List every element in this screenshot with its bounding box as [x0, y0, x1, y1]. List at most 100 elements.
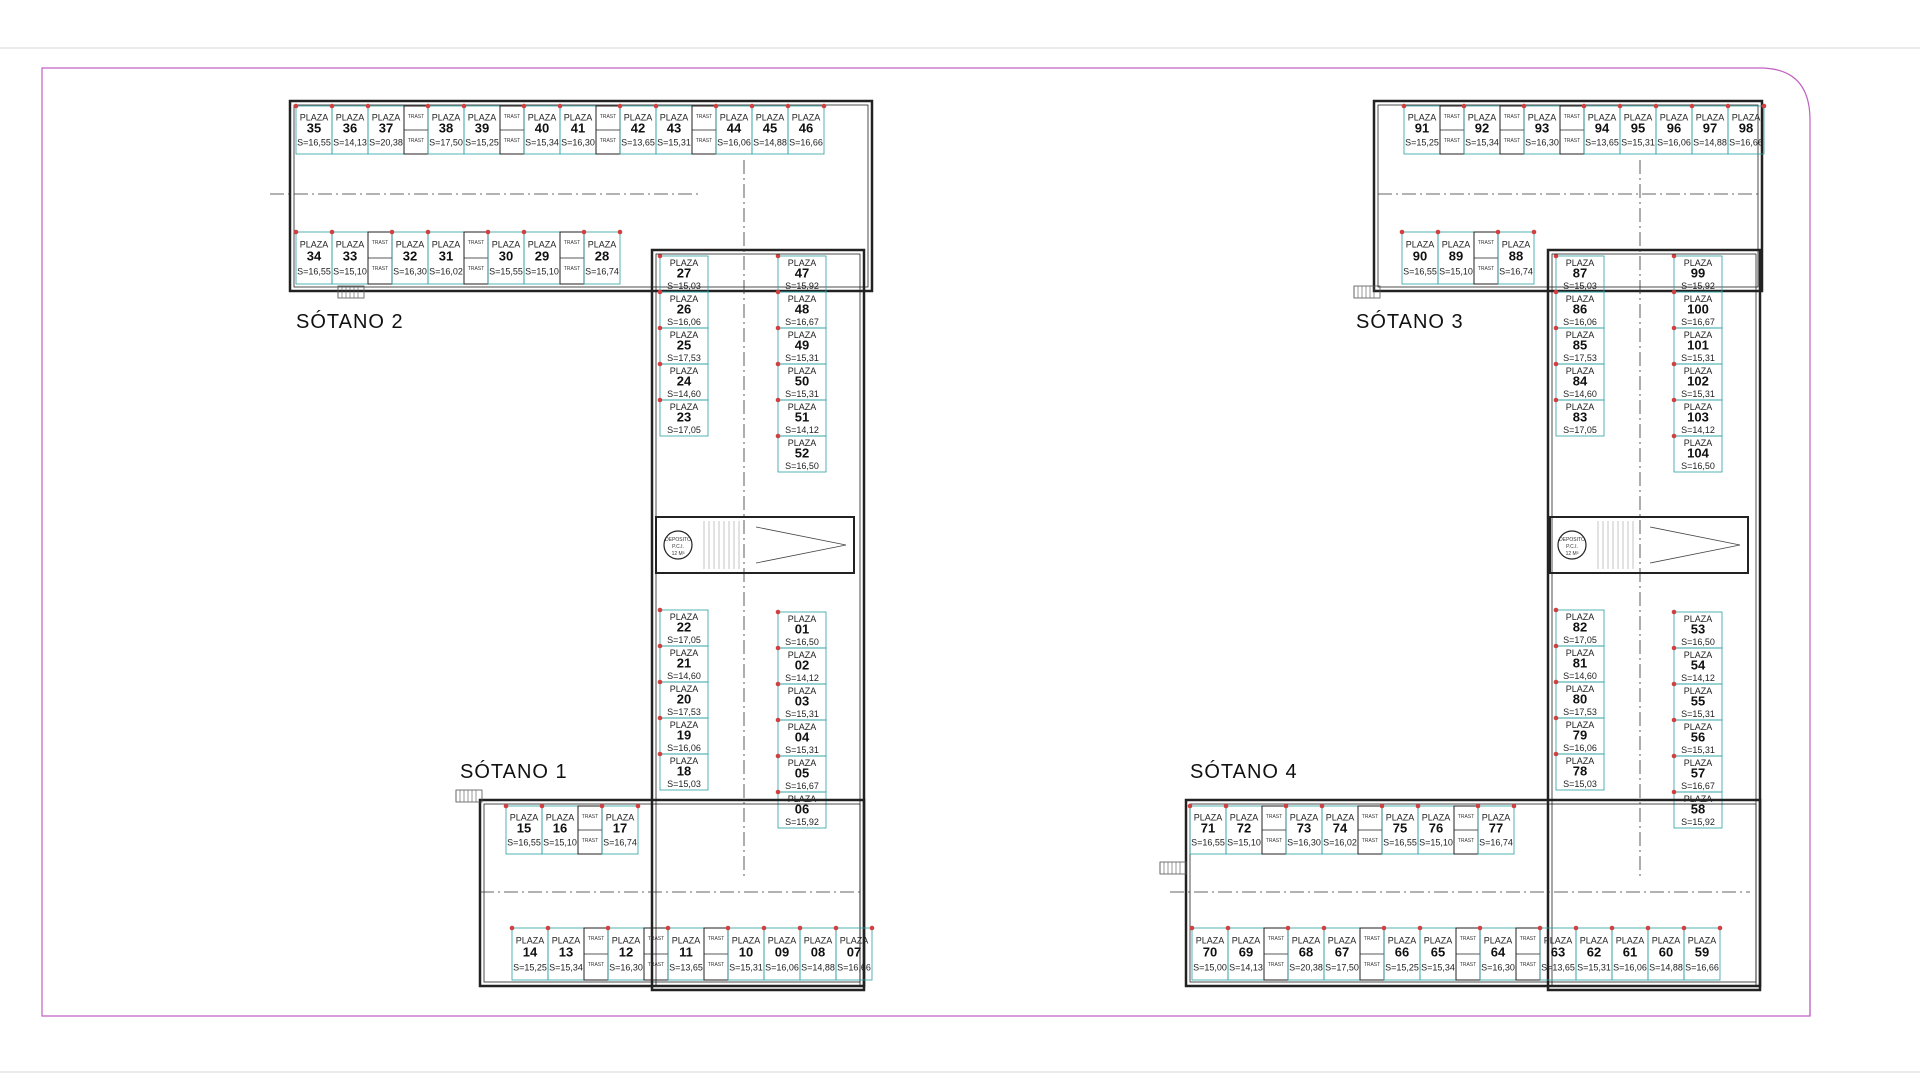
- plaza-label: PLAZA: [788, 686, 817, 696]
- plaza-area: S=15,34: [1465, 137, 1499, 147]
- plaza-number: 44: [727, 120, 742, 135]
- plaza-number: 25: [677, 338, 691, 353]
- plaza-label: PLAZA: [1386, 812, 1415, 822]
- plaza-label: PLAZA: [510, 812, 539, 822]
- storage-label: TRAST: [468, 266, 484, 272]
- plaza-area: S=15,03: [667, 779, 701, 789]
- plaza-label: PLAZA: [1290, 812, 1319, 822]
- plaza-number: 02: [795, 658, 809, 673]
- plaza-area: S=13,65: [1541, 963, 1575, 973]
- structural-column: [293, 229, 299, 235]
- plaza-number: 92: [1475, 120, 1489, 135]
- plaza-number: 77: [1489, 820, 1503, 835]
- structural-column: [539, 803, 545, 809]
- structural-column: [1671, 325, 1677, 331]
- plaza-area: S=15,31: [729, 963, 763, 973]
- plaza-area: S=16,06: [717, 137, 751, 147]
- core-outline: [1549, 516, 1749, 574]
- plaza-area: S=16,55: [1403, 267, 1437, 277]
- plaza-label: PLAZA: [1196, 936, 1225, 946]
- plaza-number: 67: [1335, 945, 1349, 960]
- storage-label: TRAST: [1364, 962, 1380, 968]
- structural-column: [657, 751, 663, 757]
- plaza-number: 41: [571, 120, 585, 135]
- plaza-area: S=16,66: [1685, 963, 1719, 973]
- structural-column: [617, 103, 623, 109]
- structural-column: [1717, 925, 1723, 931]
- plaza-label: PLAZA: [1194, 812, 1223, 822]
- plaza-label: PLAZA: [1408, 112, 1437, 122]
- plaza-number: 73: [1297, 820, 1311, 835]
- plaza-label: PLAZA: [1660, 112, 1689, 122]
- plaza-label: PLAZA: [1580, 936, 1609, 946]
- plaza-number: 24: [677, 374, 692, 389]
- structural-column: [775, 717, 781, 723]
- plaza-area: S=14,60: [667, 671, 701, 681]
- plaza-area: S=17,05: [1563, 425, 1597, 435]
- storage-label: TRAST: [372, 240, 388, 246]
- storage-label: TRAST: [564, 240, 580, 246]
- storage-label: TRAST: [600, 114, 616, 120]
- plaza-label: PLAZA: [1566, 366, 1595, 376]
- sotano-4-bottom-wing: [1184, 798, 1762, 988]
- structural-column: [1475, 803, 1481, 809]
- storage-label: TRAST: [408, 138, 424, 144]
- plaza-label: PLAZA: [1484, 936, 1513, 946]
- plaza-number: 03: [795, 694, 809, 709]
- plaza-number: 88: [1509, 249, 1523, 264]
- ramp-arrow: [755, 526, 847, 564]
- plaza-number: 86: [1573, 302, 1587, 317]
- structural-column: [1537, 925, 1543, 931]
- plaza-number: 45: [763, 120, 777, 135]
- plaza-area: S=17,05: [667, 425, 701, 435]
- storage-label: TRAST: [504, 114, 520, 120]
- structural-column: [1581, 103, 1587, 109]
- plaza-area: S=16,02: [429, 267, 463, 277]
- storage-label: TRAST: [1458, 838, 1474, 844]
- deposit-label: DEPOSITO: [1559, 537, 1585, 543]
- plaza-number: 55: [1691, 694, 1705, 709]
- parking-space-outline: [601, 805, 639, 855]
- structural-column: [1415, 803, 1421, 809]
- structural-column: [1553, 253, 1559, 259]
- plaza-number: 71: [1201, 820, 1215, 835]
- plaza-number: 97: [1703, 120, 1717, 135]
- structural-column: [1609, 925, 1615, 931]
- plaza-number: 60: [1659, 945, 1673, 960]
- structural-column: [521, 229, 527, 235]
- plaza-area: S=15,10: [525, 267, 559, 277]
- plaza-label: PLAZA: [1326, 812, 1355, 822]
- storage-label: TRAST: [1444, 138, 1460, 144]
- plaza-number: 65: [1431, 945, 1445, 960]
- plaza-number: 22: [677, 620, 691, 635]
- plaza-number: 17: [613, 820, 627, 835]
- plaza-area: S=16,67: [785, 317, 819, 327]
- structural-column: [821, 103, 827, 109]
- plaza-label: PLAZA: [1588, 112, 1617, 122]
- plaza-label: PLAZA: [1442, 240, 1471, 250]
- plaza-area: S=15,10: [1419, 837, 1453, 847]
- structural-column: [425, 229, 431, 235]
- plaza-number: 89: [1449, 249, 1463, 264]
- plaza-number: 83: [1573, 410, 1587, 425]
- plaza-label: PLAZA: [564, 112, 593, 122]
- plaza-number: 09: [775, 945, 789, 960]
